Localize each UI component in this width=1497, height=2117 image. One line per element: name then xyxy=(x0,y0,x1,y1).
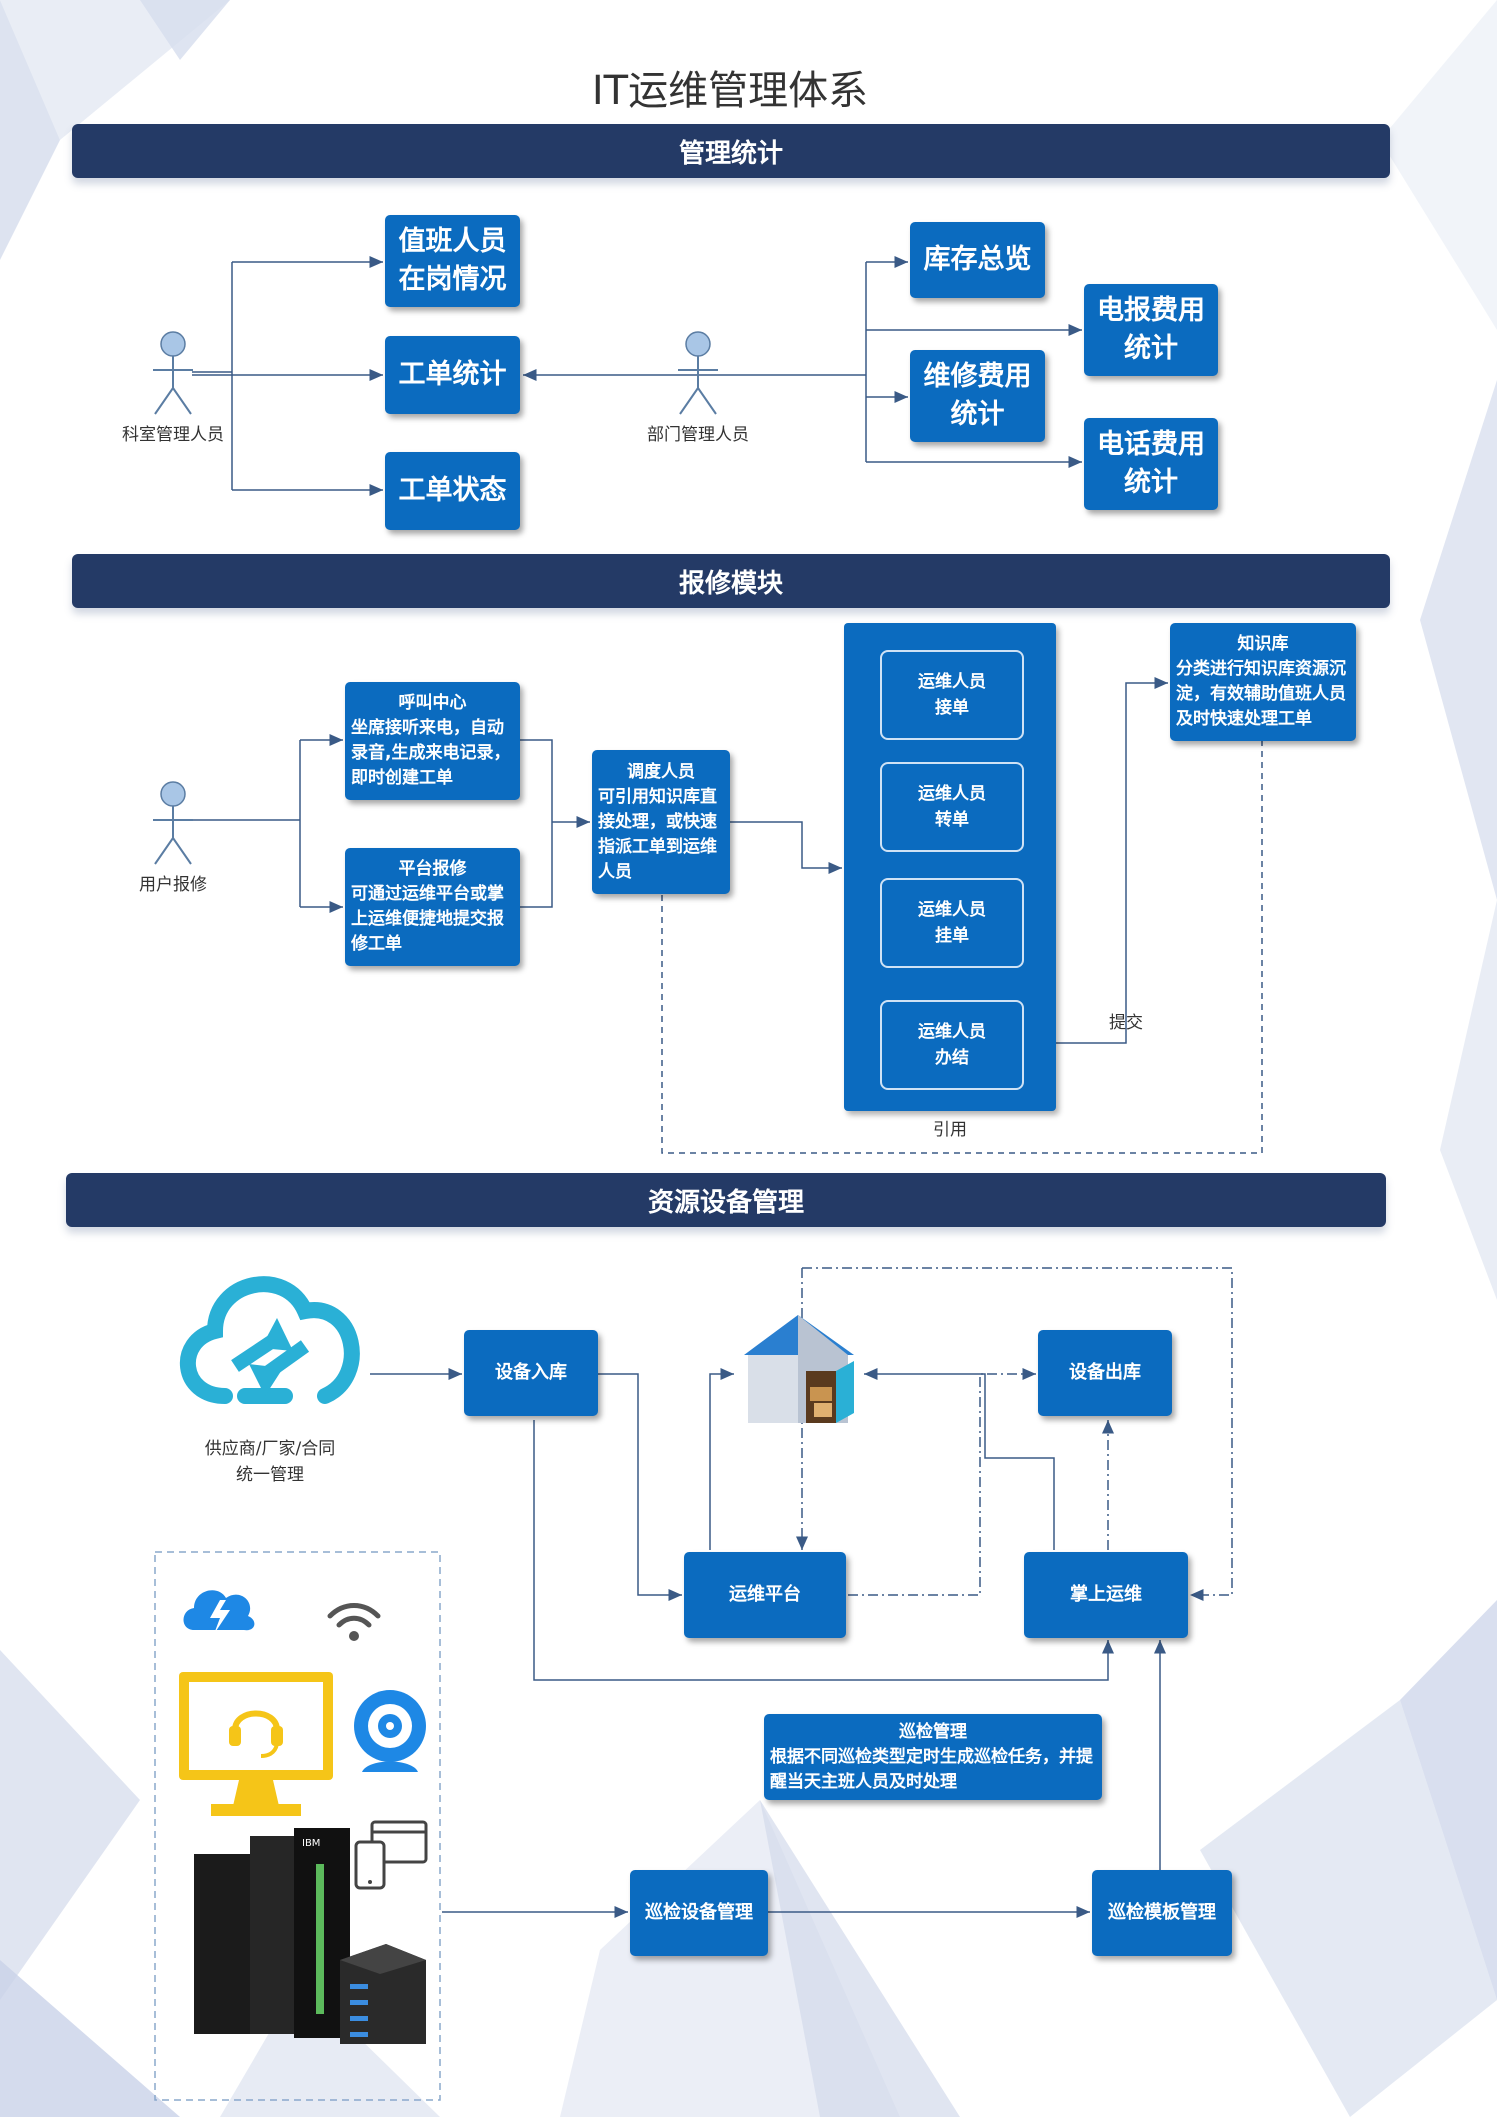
server-rack-icon: IBM xyxy=(194,1828,426,2044)
section-banner-repair: 报修模块 xyxy=(72,554,1390,608)
dispatcher-box[interactable]: 调度人员可引用知识库直接处理，或快速指派工单到运维人员 xyxy=(592,750,730,894)
section-banner-resource: 资源设备管理 xyxy=(66,1173,1386,1227)
inspection-mgmt-text: 根据不同巡检类型定时生成巡检任务，并提醒当天主班人员及时处理 xyxy=(770,1746,1093,1792)
duty-status-box[interactable]: 值班人员 在岗情况 xyxy=(385,215,520,307)
knowledge-base-box[interactable]: 知识库分类进行知识库资源沉淀，有效辅助值班人员及时快速处理工单 xyxy=(1170,623,1356,741)
reference-label: 引用 xyxy=(933,1120,967,1140)
manager-right-actor-icon xyxy=(678,331,718,415)
dispatcher-title: 调度人员 xyxy=(627,761,695,782)
knowledge-base-text: 分类进行知识库资源沉淀，有效辅助值班人员及时快速处理工单 xyxy=(1176,659,1346,729)
platform-report-text: 可通过运维平台或掌上运维便捷地提交报修工单 xyxy=(351,884,504,954)
phone-fee-box[interactable]: 电话费用 统计 xyxy=(1084,418,1218,510)
warehouse-icon xyxy=(744,1315,854,1423)
storage-out-box[interactable]: 设备出库 xyxy=(1038,1330,1172,1416)
ticket-status-box[interactable]: 工单状态 xyxy=(385,452,520,530)
step-suspend[interactable]: 运维人员 挂单 xyxy=(880,878,1024,968)
section-banner-stats: 管理统计 xyxy=(72,124,1390,178)
inspection-template-box[interactable]: 巡检模板管理 xyxy=(1092,1870,1232,1956)
server-brand-text: IBM xyxy=(302,1838,320,1849)
manager-left-label: 科室管理人员 xyxy=(122,425,224,445)
monitor-headset-icon xyxy=(179,1672,333,1816)
submit-label: 提交 xyxy=(1109,1013,1143,1033)
step-complete[interactable]: 运维人员 办结 xyxy=(880,1000,1024,1090)
knowledge-base-title: 知识库 xyxy=(1237,634,1289,654)
manager-left-actor-icon xyxy=(153,331,193,415)
page-title: IT运维管理体系 xyxy=(591,68,869,114)
manager-right-label: 部门管理人员 xyxy=(647,425,749,445)
webcam-icon xyxy=(354,1690,426,1772)
inspection-mgmt-box[interactable]: 巡检管理根据不同巡检类型定时生成巡检任务，并提醒当天主班人员及时处理 xyxy=(764,1714,1102,1800)
inventory-overview-box[interactable]: 库存总览 xyxy=(910,222,1045,298)
dispatcher-text: 可引用知识库直接处理，或快速指派工单到运维人员 xyxy=(598,786,717,882)
call-center-text: 坐席接听来电，自动录音,生成来电记录，即时创建工单 xyxy=(351,718,511,788)
inspection-device-box[interactable]: 巡检设备管理 xyxy=(630,1870,768,1956)
ops-platform-box[interactable]: 运维平台 xyxy=(684,1552,846,1638)
wifi-icon xyxy=(327,1603,381,1641)
repair-fee-box[interactable]: 维修费用 统计 xyxy=(910,350,1045,442)
cloud-lightning-icon xyxy=(183,1590,255,1634)
call-center-box[interactable]: 呼叫中心坐席接听来电，自动录音,生成来电记录，即时创建工单 xyxy=(345,682,520,800)
mobile-window-icon xyxy=(354,1820,428,1890)
platform-report-box[interactable]: 平台报修可通过运维平台或掌上运维便捷地提交报修工单 xyxy=(345,848,520,966)
telegram-fee-box[interactable]: 电报费用 统计 xyxy=(1084,284,1218,376)
call-center-title: 呼叫中心 xyxy=(398,693,467,713)
platform-report-title: 平台报修 xyxy=(398,859,467,879)
supplier-label: 供应商/厂家/合同 统一管理 xyxy=(204,1439,336,1485)
storage-in-box[interactable]: 设备入库 xyxy=(464,1330,598,1416)
cloud-sync-icon xyxy=(180,1276,360,1404)
user-report-label: 用户报修 xyxy=(139,875,207,895)
step-accept[interactable]: 运维人员 接单 xyxy=(880,650,1024,740)
user-actor-icon xyxy=(153,781,193,865)
ticket-stats-box[interactable]: 工单统计 xyxy=(385,336,520,414)
mobile-ops-box[interactable]: 掌上运维 xyxy=(1024,1552,1188,1638)
inspection-mgmt-title: 巡检管理 xyxy=(899,1721,967,1742)
step-transfer[interactable]: 运维人员 转单 xyxy=(880,762,1024,852)
